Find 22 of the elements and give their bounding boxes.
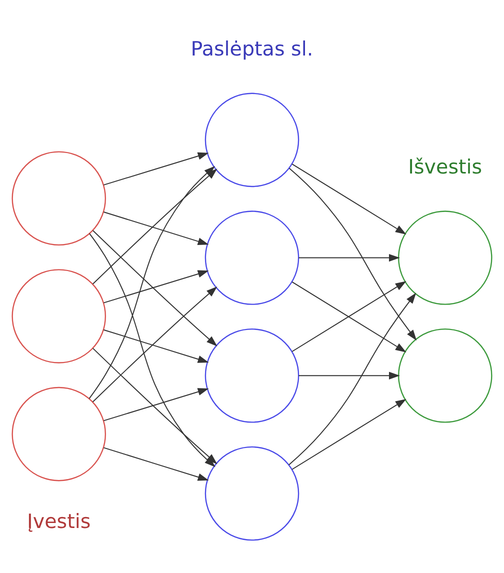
arrow: [292, 398, 406, 470]
arrow: [103, 211, 209, 245]
label: Paslėptas sl.: [190, 37, 314, 60]
arrow: [92, 286, 218, 402]
arrow: [92, 229, 218, 346]
arrow: [103, 270, 209, 303]
label: Įvestis: [27, 510, 91, 533]
arrow: [103, 152, 209, 185]
node-circle: [12, 268, 106, 363]
node-circle: [12, 150, 106, 245]
arrow: [88, 166, 216, 399]
arrow: [288, 167, 417, 340]
node-circle: [12, 386, 106, 481]
arrow: [103, 446, 209, 480]
arrow: [103, 328, 209, 362]
arrow: [298, 371, 400, 379]
arrow: [292, 163, 406, 234]
arrow: [298, 253, 400, 262]
label: Išvestis: [408, 155, 482, 178]
arrow: [92, 347, 218, 464]
arrow: [288, 292, 416, 465]
arrow: [103, 388, 209, 421]
